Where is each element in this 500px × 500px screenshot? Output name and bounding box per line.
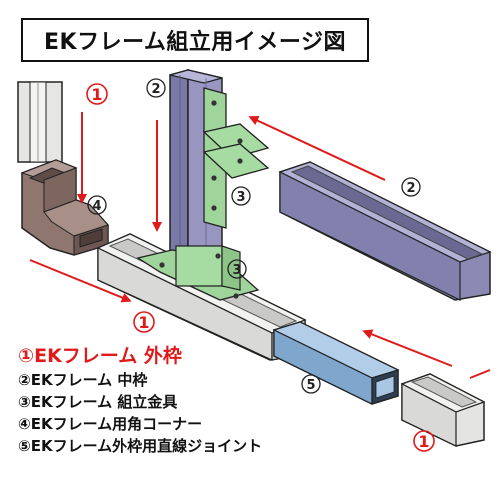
callout-1-top: 1: [86, 83, 108, 105]
legend-item-corner: ④EKフレーム用角コーナー: [18, 415, 203, 433]
outer-frame-right: [400, 373, 486, 447]
svg-text:4: 4: [92, 199, 101, 214]
metal-fitting-upper: [202, 87, 270, 229]
callout-2-frame: 2: [401, 177, 421, 197]
callout-3-lower: 3: [227, 259, 247, 279]
legend-item-outer-frame: ①EKフレーム 外枠: [18, 345, 182, 367]
svg-text:1: 1: [138, 313, 149, 332]
svg-text:2: 2: [151, 82, 160, 97]
callout-4-corner: 4: [87, 195, 107, 215]
arrow-outer-frame: [29, 259, 132, 303]
svg-text:1: 1: [418, 432, 429, 451]
arrow-outer-right: [469, 369, 491, 379]
legend-item-middle-frame: ②EKフレーム 中枠: [18, 371, 148, 389]
callout-1-right: 1: [413, 430, 435, 452]
legend-item-joint: ⑤EKフレーム外枠用直線ジョイント: [18, 437, 263, 455]
middle-frame-horizontal: [278, 161, 492, 301]
svg-text:3: 3: [232, 263, 241, 278]
metal-fitting-lower: [136, 245, 260, 301]
svg-text:5: 5: [306, 378, 315, 393]
arrow-joint: [362, 329, 453, 367]
diagram-title: EKフレーム組立用イメージ図: [21, 18, 369, 62]
parts-legend: ①EKフレーム 外枠 ②EKフレーム 中枠 ③EKフレーム 組立金具 ④EKフレ…: [18, 343, 262, 457]
callout-5-joint: 5: [301, 374, 321, 394]
svg-text:3: 3: [236, 190, 245, 205]
callout-3-upper: 3: [231, 186, 251, 206]
callout-1-bottom: 1: [133, 311, 155, 333]
corner-piece: [20, 159, 109, 256]
assembly-arrows: [29, 112, 491, 379]
callout-2-post: 2: [146, 78, 166, 98]
arrow-middle-frame: [248, 116, 386, 181]
svg-text:2: 2: [406, 181, 415, 196]
straight-joint: [272, 321, 400, 405]
svg-text:1: 1: [91, 85, 102, 104]
legend-item-metal-fitting: ③EKフレーム 組立金具: [18, 393, 178, 411]
outer-frame-vertical: [17, 81, 63, 163]
